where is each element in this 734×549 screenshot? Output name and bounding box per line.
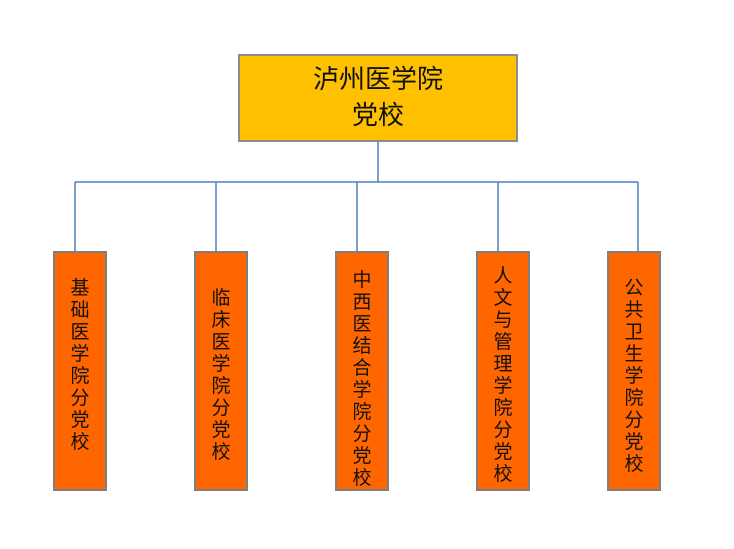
child-node-label: 中西医结合学院分党校 bbox=[352, 269, 372, 489]
child-node-label: 基础医学院分党校 bbox=[70, 277, 90, 453]
root-node-line-1: 泸州医学院 bbox=[312, 65, 443, 95]
root-node-line-2: 党校 bbox=[351, 101, 404, 131]
child-node-5: 公共卫生学院分党校 bbox=[607, 251, 661, 491]
child-node-label: 临床医学院分党校 bbox=[211, 287, 231, 463]
child-node-1: 基础医学院分党校 bbox=[53, 251, 107, 491]
child-node-3: 中西医结合学院分党校 bbox=[335, 251, 389, 491]
child-node-2: 临床医学院分党校 bbox=[194, 251, 248, 491]
child-node-label: 公共卫生学院分党校 bbox=[624, 277, 644, 475]
child-node-4: 人文与管理学院分党校 bbox=[476, 251, 530, 491]
root-node: 泸州医学院 党校 bbox=[238, 54, 518, 142]
child-node-label: 人文与管理学院分党校 bbox=[493, 265, 513, 485]
